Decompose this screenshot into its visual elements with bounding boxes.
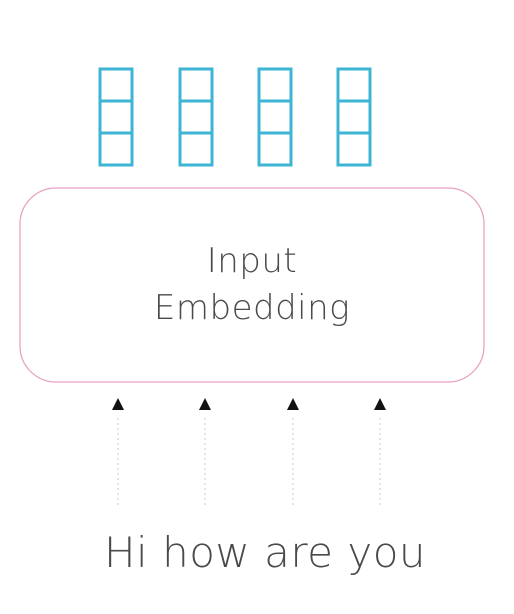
vector-cell (178, 131, 214, 167)
arrow-up-icon (287, 398, 299, 410)
vector-cell (257, 131, 293, 167)
vector-cell (336, 99, 372, 135)
embedding-vector (336, 67, 372, 167)
vector-cell (98, 99, 134, 135)
input-embedding-label: Input Embedding (20, 188, 484, 382)
vector-cell (257, 67, 293, 103)
embedding-vector (178, 67, 214, 167)
arrow-up-icon (112, 398, 124, 410)
embedding-vector (257, 67, 293, 167)
vector-cell (336, 131, 372, 167)
input-arrows (112, 398, 386, 506)
box-label-line1: Input (206, 241, 298, 281)
output-vectors (98, 67, 372, 167)
vector-cell (98, 131, 134, 167)
box-label-line2: Embedding (153, 288, 351, 328)
input-sentence: Hi how are you (103, 528, 427, 577)
arrow-up-icon (374, 398, 386, 410)
vector-cell (257, 99, 293, 135)
embedding-vector (98, 67, 134, 167)
vector-cell (336, 67, 372, 103)
arrow-up-icon (199, 398, 211, 410)
input-embedding-box (19, 187, 485, 383)
vector-cell (98, 67, 134, 103)
vector-cell (178, 99, 214, 135)
vector-cell (178, 67, 214, 103)
